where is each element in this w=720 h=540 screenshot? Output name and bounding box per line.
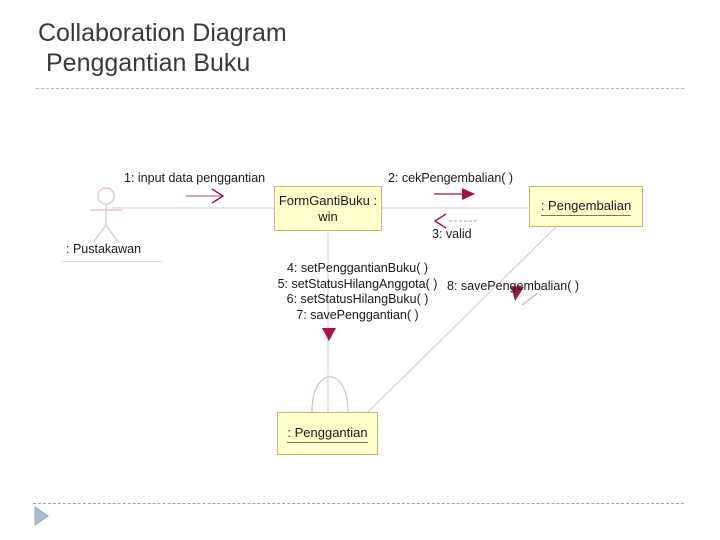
object-pengembalian[interactable]: : Pengembalian (529, 186, 643, 227)
title-line-2: Penggantian Buku (46, 49, 251, 77)
title-line-1: Collaboration Diagram (38, 19, 287, 47)
actor-label: : Pustakawan (66, 242, 142, 256)
message-label-2: 2: cekPengembalian( ) (388, 171, 514, 185)
object-penggantian-label: : Penggantian (287, 425, 368, 443)
message-1-arrow (186, 188, 225, 204)
message-label-7: 7: savePenggantian( ) (296, 307, 419, 322)
multi-message-loop-arc (311, 376, 349, 413)
message-label-6: 6: setStatusHilangBuku( ) (286, 292, 429, 306)
message-label-1: 1: input data penggantian (124, 171, 266, 185)
message-3-arrow (433, 213, 477, 229)
message-label-8: 8: savePengembalian( ) (447, 279, 580, 293)
message-8-arrow (511, 286, 539, 306)
object-penggantian[interactable]: : Penggantian (277, 412, 378, 455)
message-label-5: 5: setStatusHilangAnggota( ) (277, 276, 438, 291)
object-form-ganti-buku[interactable]: FormGantiBuku : win (274, 186, 382, 231)
actor-label-underline (62, 261, 162, 262)
message-label-4: 4: setPenggantianBuku( ) (286, 261, 429, 275)
object-pengembalian-label: : Pengembalian (540, 198, 632, 216)
message-2-arrow (434, 188, 475, 200)
object-form-ganti-buku-label: FormGantiBuku : win (278, 192, 378, 224)
message-label-group-4-7: 4: setPenggantianBuku( ) 5: setStatusHil… (270, 261, 445, 323)
message-4567-arrow (322, 328, 336, 341)
link-pengembalian-to-penggantian (367, 226, 557, 413)
title-divider (36, 88, 684, 89)
footer-divider (33, 503, 684, 504)
message-label-3: 3: valid (432, 227, 472, 241)
next-slide-button[interactable] (33, 506, 49, 526)
actor-figure (90, 187, 122, 244)
page-title: Collaboration Diagram Penggantian Buku (38, 18, 678, 78)
